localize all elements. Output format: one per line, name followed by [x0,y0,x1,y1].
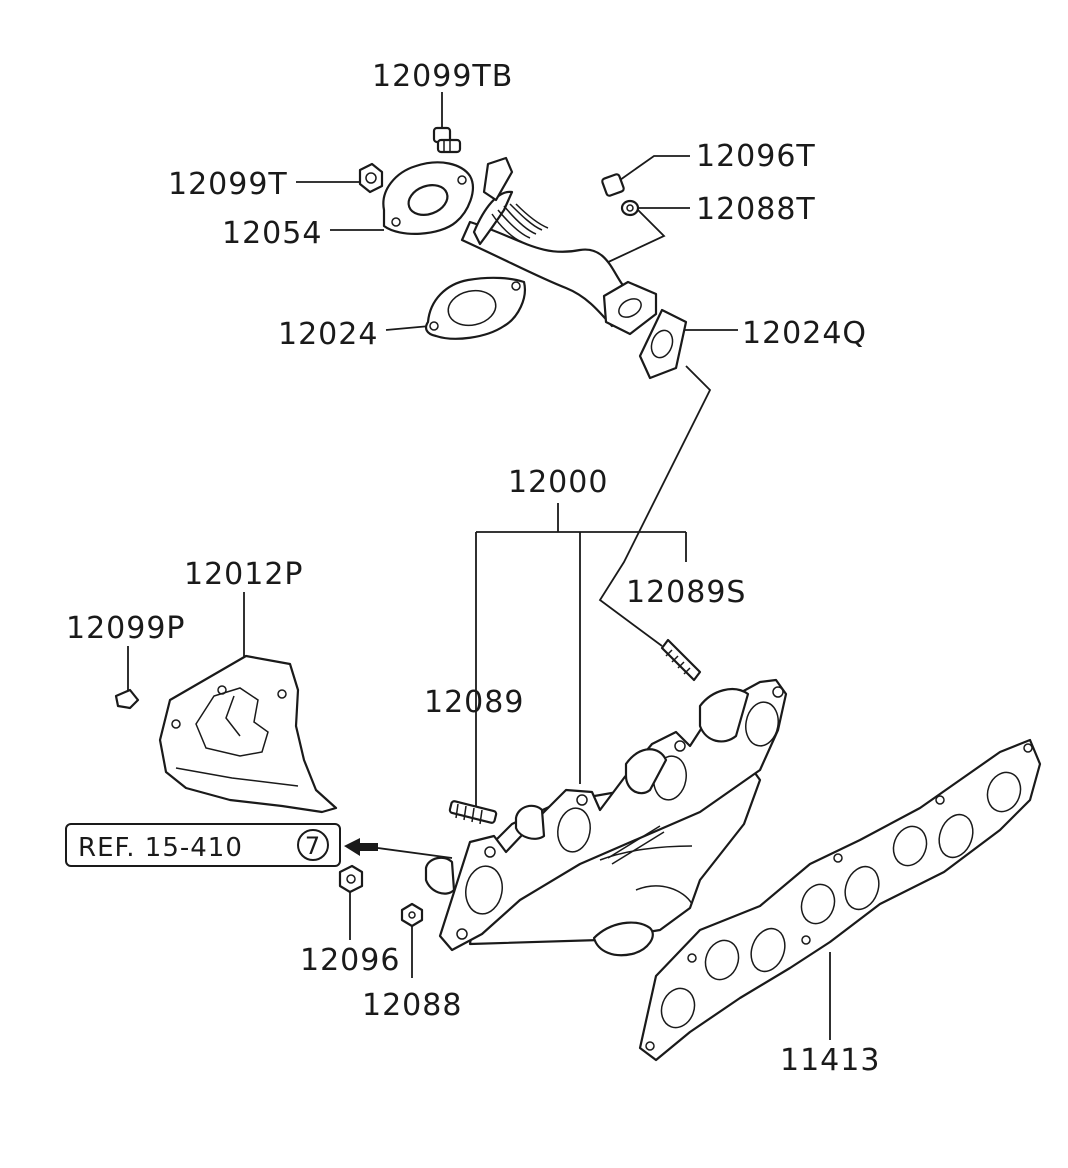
label-12088: 12088 [362,988,462,1023]
label-12096T: 12096T [696,139,816,174]
gasket-12024-icon [425,276,526,340]
bolt-12099P-icon [114,688,140,710]
leader-lines [127,92,831,1040]
stud-12089S-icon [660,638,702,682]
label-12099P: 12099P [66,611,186,646]
nut-12099T-icon [358,162,384,194]
bolt-12096T-icon [601,173,625,197]
gasket-12024Q-icon [638,308,688,380]
label-12096: 12096 [300,943,400,978]
reference-arrow [344,838,453,859]
stud-12089-icon [448,800,498,825]
label-12089S: 12089S [626,575,746,610]
reference-box[interactable]: REF. 15-410 7 [65,823,341,867]
label-12024Q: 12024Q [742,316,867,351]
label-12088T: 12088T [696,192,816,227]
manifold-gasket-11413-icon [638,738,1042,1062]
label-12012P: 12012P [184,557,304,592]
label-12024: 12024 [278,317,378,352]
bolt-12099TB-icon [432,126,462,154]
exhaust-manifold-12000-icon [424,678,788,957]
exhaust-pipe-12054-icon [382,156,658,336]
washer-12088-icon [400,902,424,928]
reference-text: REF. 15-410 [78,833,243,863]
nut-12088T-icon [620,199,640,217]
nut-12096-icon [338,864,364,894]
label-12099TB: 12099TB [372,59,513,94]
label-12099T: 12099T [168,167,288,202]
label-12054: 12054 [222,216,322,251]
label-12089: 12089 [424,685,524,720]
label-11413: 11413 [780,1043,880,1078]
reference-circle-number: 7 [305,832,321,860]
heat-shield-12012P-icon [158,654,338,814]
label-12000: 12000 [508,465,608,500]
